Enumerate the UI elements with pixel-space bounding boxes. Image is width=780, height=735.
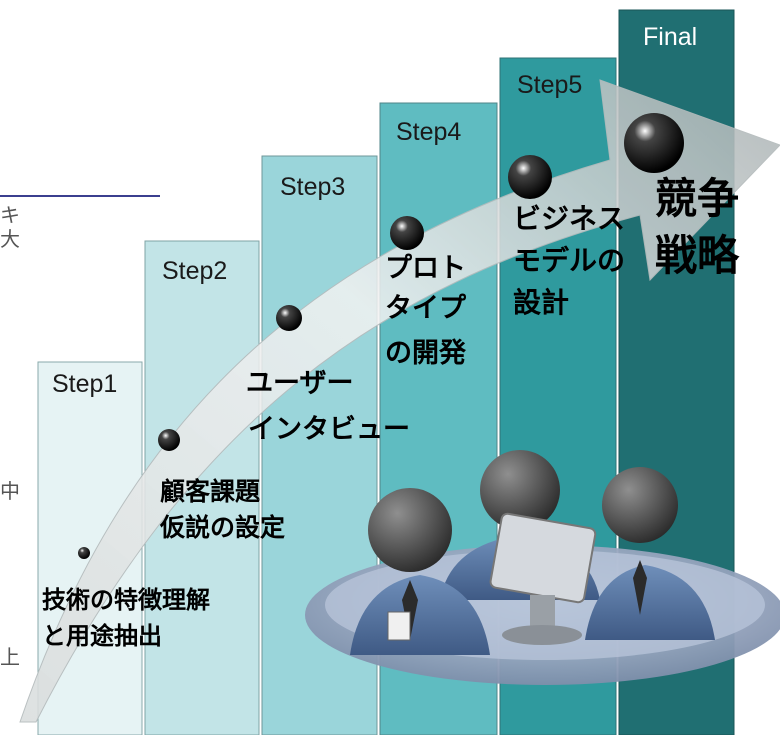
milestone-dots	[78, 113, 684, 559]
step-label-4: Step4	[396, 118, 461, 146]
step-label-5: Step5	[517, 71, 582, 99]
step-label-2: Step2	[162, 257, 227, 285]
stage-labels: 技術の特徴理解 と用途抽出 顧客課題 仮説の設定 ユーザー インタビュー プロト…	[42, 174, 754, 650]
milestone-dot-3	[276, 305, 302, 331]
milestone-dot-5	[508, 155, 552, 199]
milestone-dot-1	[78, 547, 90, 559]
edge-fragment-2: 大	[0, 227, 20, 251]
stage-1-text: 技術の特徴理解 と用途抽出	[42, 586, 218, 650]
milestone-dot-final	[624, 113, 684, 173]
step-label-1: Step1	[52, 370, 117, 398]
milestone-dot-4	[390, 216, 424, 250]
stage-4-text: プロト タイプ の開発	[385, 253, 475, 369]
team-meeting-illustration	[305, 450, 780, 685]
milestone-dot-2	[158, 429, 180, 451]
stage-final-text: 競争 戦略	[655, 174, 754, 280]
stage-5-text: ビジネス モデルの 設計	[513, 202, 635, 319]
stage-2-text: 顧客課題 仮説の設定	[159, 477, 285, 542]
step-label-final: Final	[643, 23, 697, 51]
edge-fragment-3: 中	[0, 479, 20, 503]
step-label-3: Step3	[280, 173, 345, 201]
edge-fragment-1: キ	[0, 203, 20, 227]
stage-3-text: ユーザー インタビュー	[246, 368, 410, 445]
progress-arrow	[19, 79, 780, 723]
edge-fragment-4: 上	[0, 645, 20, 669]
